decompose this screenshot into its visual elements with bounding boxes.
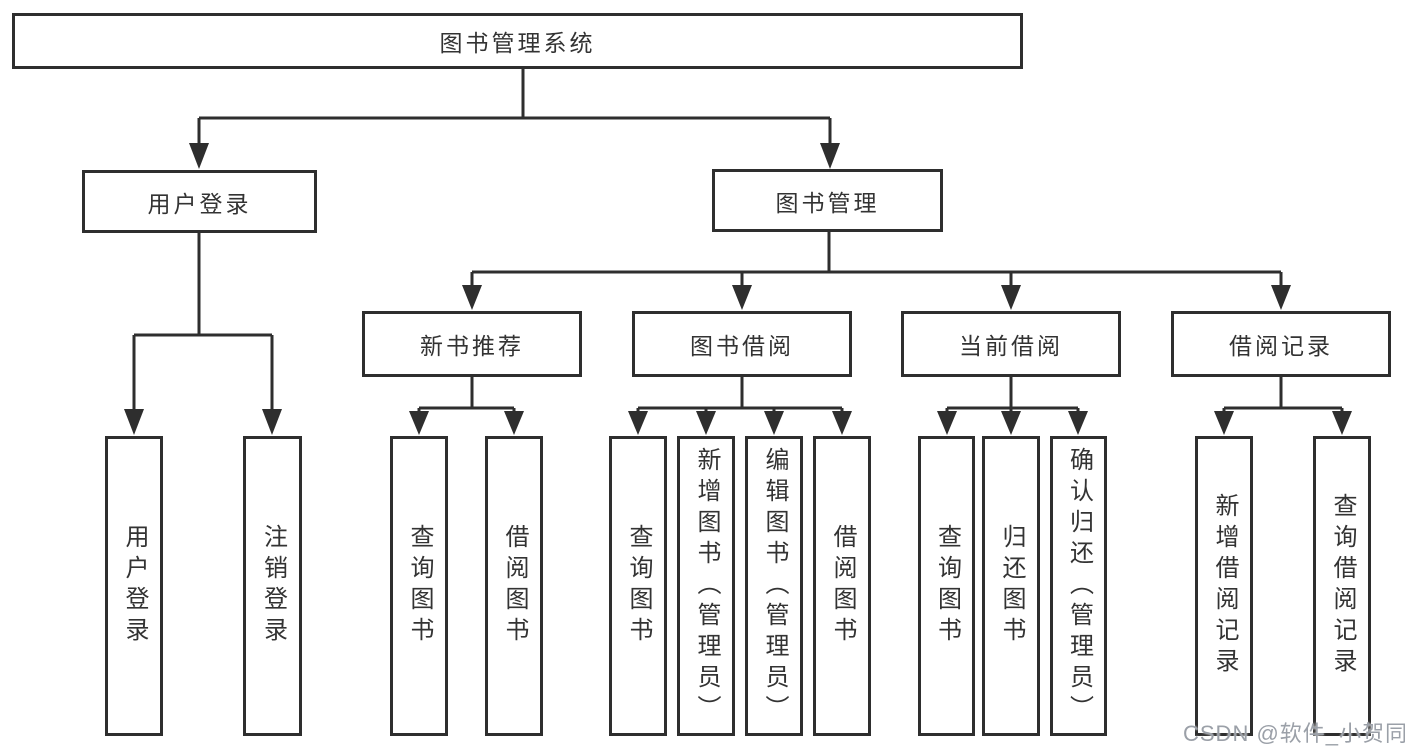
node-library-system: 图书管理系统 [12, 13, 1023, 69]
node-book-management: 图书管理 [712, 169, 943, 232]
node-leaf-borrow-books-2: 借阅图书 [813, 436, 871, 736]
node-leaf-query-borrow-record: 查询借阅记录 [1313, 436, 1371, 736]
node-leaf-query-books-1: 查询图书 [390, 436, 448, 736]
node-leaf-query-books-3: 查询图书 [918, 436, 975, 736]
node-user-login: 用户登录 [82, 170, 317, 233]
arrowheads [124, 143, 1352, 435]
node-book-borrow: 图书借阅 [632, 311, 852, 377]
node-leaf-edit-books-admin: 编辑图书（管理员） [745, 436, 803, 736]
node-new-book-recommend: 新书推荐 [362, 311, 582, 377]
node-leaf-logout: 注销登录 [243, 436, 302, 736]
node-leaf-add-borrow-record: 新增借阅记录 [1195, 436, 1253, 736]
node-leaf-borrow-books-1: 借阅图书 [485, 436, 543, 736]
node-leaf-user-login: 用户登录 [105, 436, 163, 736]
node-leaf-confirm-return-admin: 确认归还（管理员） [1050, 436, 1107, 736]
node-current-borrow: 当前借阅 [901, 311, 1121, 377]
node-leaf-add-books-admin: 新增图书（管理员） [677, 436, 735, 736]
node-leaf-return-books: 归还图书 [982, 436, 1040, 736]
csdn-watermark: CSDN @软件_小贺同学 [1183, 721, 1405, 746]
node-borrow-records: 借阅记录 [1171, 311, 1391, 377]
node-leaf-query-books-2: 查询图书 [609, 436, 667, 736]
